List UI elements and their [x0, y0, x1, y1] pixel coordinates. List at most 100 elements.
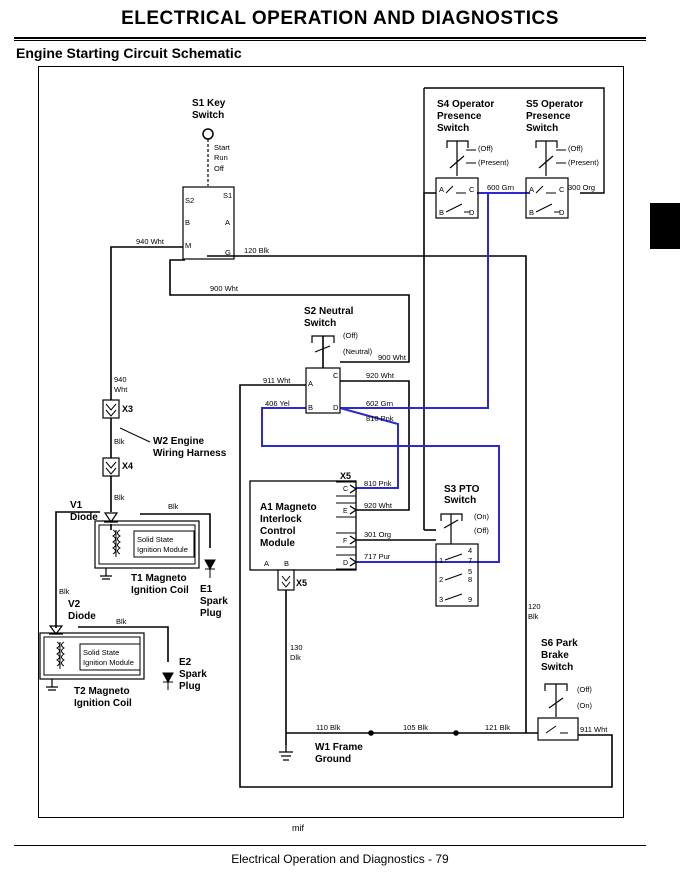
s5-t-c: C: [559, 185, 565, 194]
w2-label-2: Wiring Harness: [153, 448, 227, 459]
s6-label-3: Switch: [541, 662, 573, 673]
a1-label-2: Interlock: [260, 514, 302, 525]
s1-t-b: B: [185, 218, 190, 227]
s4-contacts: [445, 185, 470, 213]
operator-presence-switches: S4 Operator Presence Switch S5 Operator …: [423, 87, 605, 219]
page-title: ELECTRICAL OPERATION AND DIAGNOSTICS: [121, 8, 559, 29]
t2-module-1: Solid State: [83, 648, 119, 657]
connectors-x3-x4: X3 X4 W2 Engine Wiring Harness: [102, 399, 227, 477]
a1-label-4: Module: [260, 538, 295, 549]
wire-s4-a: [423, 192, 436, 530]
s4-present: (Present): [478, 158, 509, 167]
label-602: 602 Grn: [366, 399, 393, 408]
s5-label-2: Presence: [526, 111, 571, 122]
schematic-frame: [38, 66, 624, 818]
a1-label-1: A1 Magneto: [260, 502, 317, 513]
w2-leader: [119, 427, 151, 443]
t1-outer: [94, 520, 200, 569]
s4-actuator: [446, 140, 469, 176]
wire-940-wht: [110, 246, 183, 400]
s5-body: [525, 177, 569, 219]
label-940-side-1: 940: [114, 375, 127, 384]
s2-actuator: [311, 335, 335, 353]
w2-label-1: W2 Engine: [153, 436, 205, 447]
s3-label-2: Switch: [444, 495, 476, 506]
page-footer: Electrical Operation and Diagnostics - 7…: [231, 852, 449, 866]
label-130-2: Dlk: [290, 653, 301, 662]
wire-120-blk: [207, 255, 527, 733]
t2-coil-icon: [56, 641, 65, 669]
label-406: 406 Yel: [265, 399, 290, 408]
ground-icon: [279, 745, 293, 761]
label-120-side-1: 120: [528, 602, 541, 611]
label-900-a: 900 Wht: [210, 284, 239, 293]
t1-module-2: Ignition Module: [137, 545, 188, 554]
s1-run: Run: [214, 153, 228, 162]
label-940-side-2: Wht: [114, 385, 128, 394]
label-810-b: 810 Pnk: [364, 479, 392, 488]
t1-module-box: [133, 530, 195, 558]
x5-label-a: X5: [340, 471, 351, 481]
s5-present: (Present): [568, 158, 599, 167]
x4-label: X4: [122, 461, 133, 471]
s3-label-1: S3 PTO: [444, 484, 480, 495]
black-wires: [55, 192, 613, 788]
wire-717-pur: [261, 407, 500, 563]
s4-t-d: D: [469, 208, 475, 217]
s6-actuator: [544, 683, 568, 717]
a1-t-c: C: [343, 486, 348, 493]
s5-t-b: B: [529, 208, 534, 217]
t1-ground-icon: [100, 568, 112, 580]
x5-lower-connector: [277, 569, 295, 591]
v1-label-1: V1: [70, 500, 83, 511]
splice-dot-1: [368, 730, 374, 736]
section-tab-marker: [650, 203, 680, 249]
t1-module-1: Solid State: [137, 535, 173, 544]
wire-810-pnk: [339, 407, 399, 489]
s2-t-d: D: [333, 403, 339, 412]
a1-magneto-interlock-module: A1 Magneto Interlock Control Module A B …: [249, 471, 358, 591]
s1-off: Off: [214, 164, 225, 173]
t1-label-2: Ignition Coil: [131, 585, 189, 596]
s4-off: (Off): [478, 144, 493, 153]
v2-label-2: Diode: [68, 611, 96, 622]
s6-off: (Off): [577, 685, 592, 694]
label-105: 105 Blk: [403, 723, 428, 732]
label-600: 600 Grn: [487, 183, 514, 192]
v2-diode-icon: [48, 625, 64, 635]
s3-body: [435, 543, 479, 607]
label-301: 301 Org: [364, 530, 391, 539]
t2-label-2: Ignition Coil: [74, 698, 132, 709]
s3-on: (On): [474, 512, 490, 521]
s6-body: [537, 717, 579, 741]
x5-label-b: X5: [296, 578, 307, 588]
s3-p5: 5: [468, 567, 472, 576]
a1-connector-housings: [336, 481, 357, 570]
wire-t2-e2: [78, 626, 169, 662]
t2-label-1: T2 Magneto: [74, 686, 130, 697]
s4-t-a: A: [439, 185, 444, 194]
e1-spark-plug-icon: [204, 559, 216, 578]
s2-neutral: (Neutral): [343, 347, 373, 356]
s1-t-g: G: [225, 248, 231, 257]
s6-label-1: S6 Park: [541, 638, 578, 649]
label-blk-x4: Blk: [114, 493, 125, 502]
v2-t2-ignition: V2 Diode Solid State Ignition Module T2 …: [39, 599, 207, 709]
s1-label-2: Switch: [192, 110, 224, 121]
w1-label-2: Ground: [315, 754, 351, 765]
label-110: 110 Blk: [316, 723, 341, 732]
mif-label: mif: [292, 823, 304, 833]
v1-t1-ignition: V1 Diode Solid State Ignition Module T1 …: [70, 500, 228, 619]
e2-label-3: Plug: [179, 681, 201, 692]
a1-t-d: D: [343, 560, 348, 567]
footer-rule: [14, 845, 646, 846]
e1-label-2: Spark: [200, 596, 228, 607]
v1-diode-icon: [103, 512, 119, 524]
label-717: 717 Pur: [364, 552, 391, 561]
label-blk-x3: Blk: [114, 437, 125, 446]
s3-off: (Off): [474, 526, 489, 535]
s4-t-b: B: [439, 208, 444, 217]
wire-v2-feed: [55, 511, 100, 628]
s3-actuator: [440, 513, 463, 544]
